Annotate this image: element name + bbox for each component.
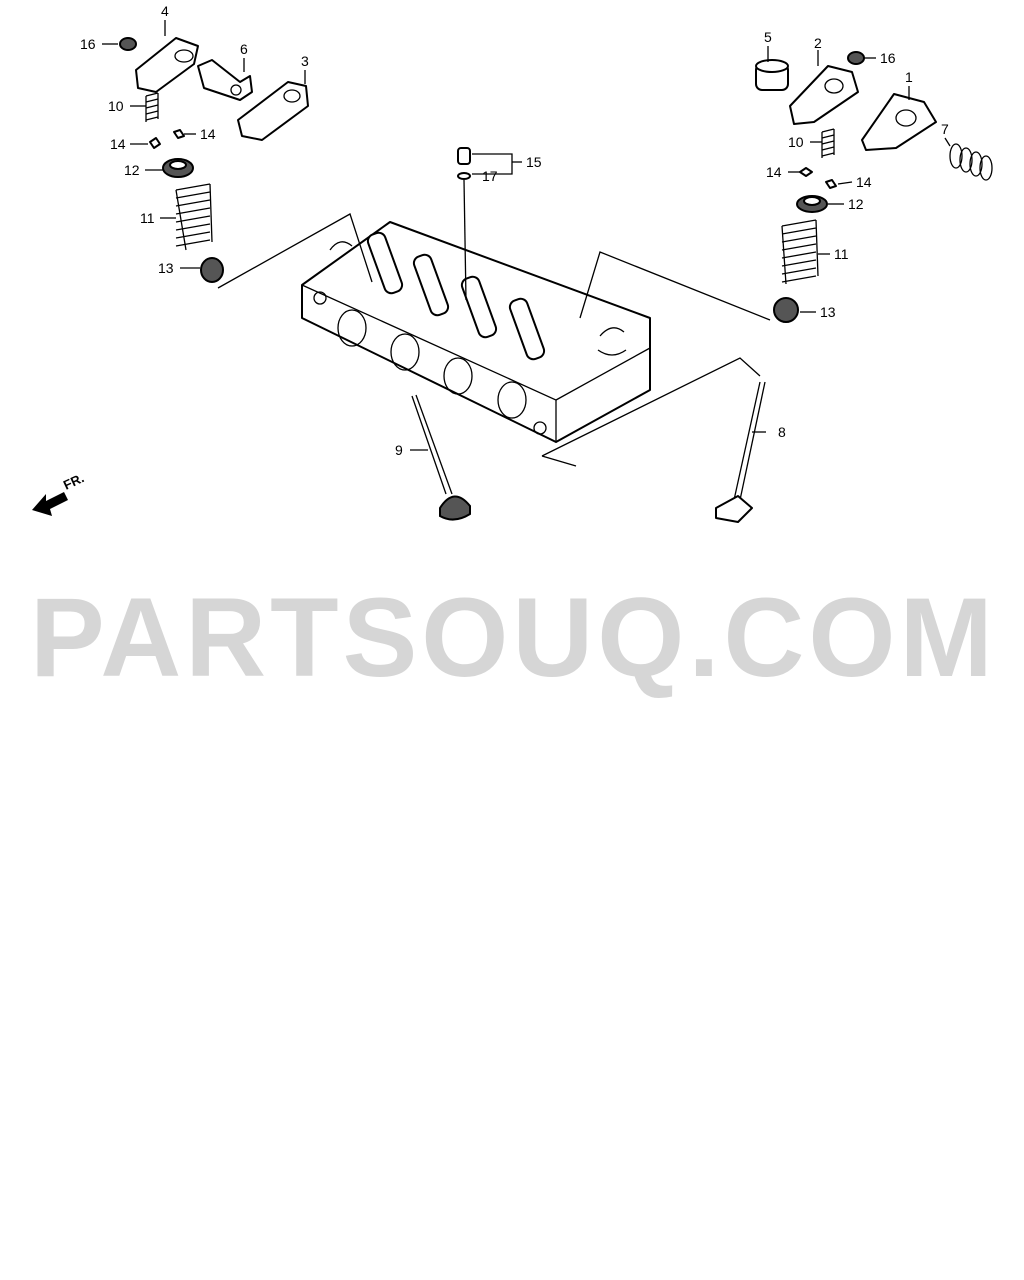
- clip-14-left-b[interactable]: [173, 129, 185, 139]
- clip-14-right-a[interactable]: [799, 167, 813, 177]
- front-marker-label: FR.: [61, 470, 86, 492]
- rocker-arm-4[interactable]: [135, 37, 199, 93]
- callout-10-right: 10: [788, 134, 804, 150]
- valve-spring-11-right[interactable]: [781, 219, 819, 285]
- callout-13-left: 13: [158, 260, 174, 276]
- callout-14-right-a: 14: [766, 164, 782, 180]
- callout-7: 7: [941, 121, 949, 137]
- roller-5[interactable]: [755, 59, 789, 91]
- callout-16-right: 16: [880, 50, 896, 66]
- callout-14-left-b: 14: [200, 126, 216, 142]
- stem-seal-13-left[interactable]: [200, 257, 224, 283]
- cap-16-left[interactable]: [119, 37, 137, 51]
- callout-17: 17: [482, 168, 498, 184]
- callout-4: 4: [161, 3, 169, 19]
- callout-9: 9: [395, 442, 403, 458]
- washer-17[interactable]: [457, 172, 471, 180]
- callout-16-left: 16: [80, 36, 96, 52]
- callout-12-left: 12: [124, 162, 140, 178]
- callout-2: 2: [814, 35, 822, 51]
- rocker-arm-1[interactable]: [861, 93, 937, 151]
- valve-9[interactable]: [411, 394, 471, 521]
- cap-16-right[interactable]: [847, 51, 865, 65]
- spring-10-right[interactable]: [821, 128, 835, 158]
- valve-8[interactable]: [715, 381, 766, 523]
- callout-12-right: 12: [848, 196, 864, 212]
- callout-15: 15: [526, 154, 542, 170]
- clip-14-right-b[interactable]: [825, 179, 837, 189]
- retainer-12-right[interactable]: [796, 195, 828, 213]
- callout-11-right: 11: [834, 246, 849, 262]
- valve-guide-tubes: [366, 231, 546, 361]
- callout-14-left-a: 14: [110, 136, 126, 152]
- rocker-arm-3[interactable]: [237, 81, 309, 141]
- spring-7[interactable]: [949, 143, 993, 181]
- valve-spring-11-left[interactable]: [175, 183, 213, 251]
- rocker-arm-2[interactable]: [789, 65, 859, 125]
- cylinder-head[interactable]: [301, 221, 651, 443]
- spring-10-left[interactable]: [145, 92, 159, 122]
- stem-seal-13-right[interactable]: [773, 297, 799, 323]
- callout-14-right-b: 14: [856, 174, 872, 190]
- watermark: PARTSOUQ.COM: [30, 575, 997, 700]
- retainer-12-left[interactable]: [162, 158, 194, 178]
- callout-13-right: 13: [820, 304, 836, 320]
- callout-8: 8: [778, 424, 786, 440]
- callout-10-left: 10: [108, 98, 124, 114]
- callout-11-left: 11: [140, 210, 155, 226]
- callout-5: 5: [764, 29, 772, 45]
- callout-1: 1: [905, 69, 913, 85]
- clip-14-left-a[interactable]: [149, 137, 161, 149]
- leader-lines: [102, 20, 951, 451]
- rocker-arm-6[interactable]: [197, 59, 253, 101]
- front-arrow-icon: [32, 492, 68, 516]
- callout-3: 3: [301, 53, 309, 69]
- callout-6: 6: [240, 41, 248, 57]
- plug-15[interactable]: [457, 147, 471, 165]
